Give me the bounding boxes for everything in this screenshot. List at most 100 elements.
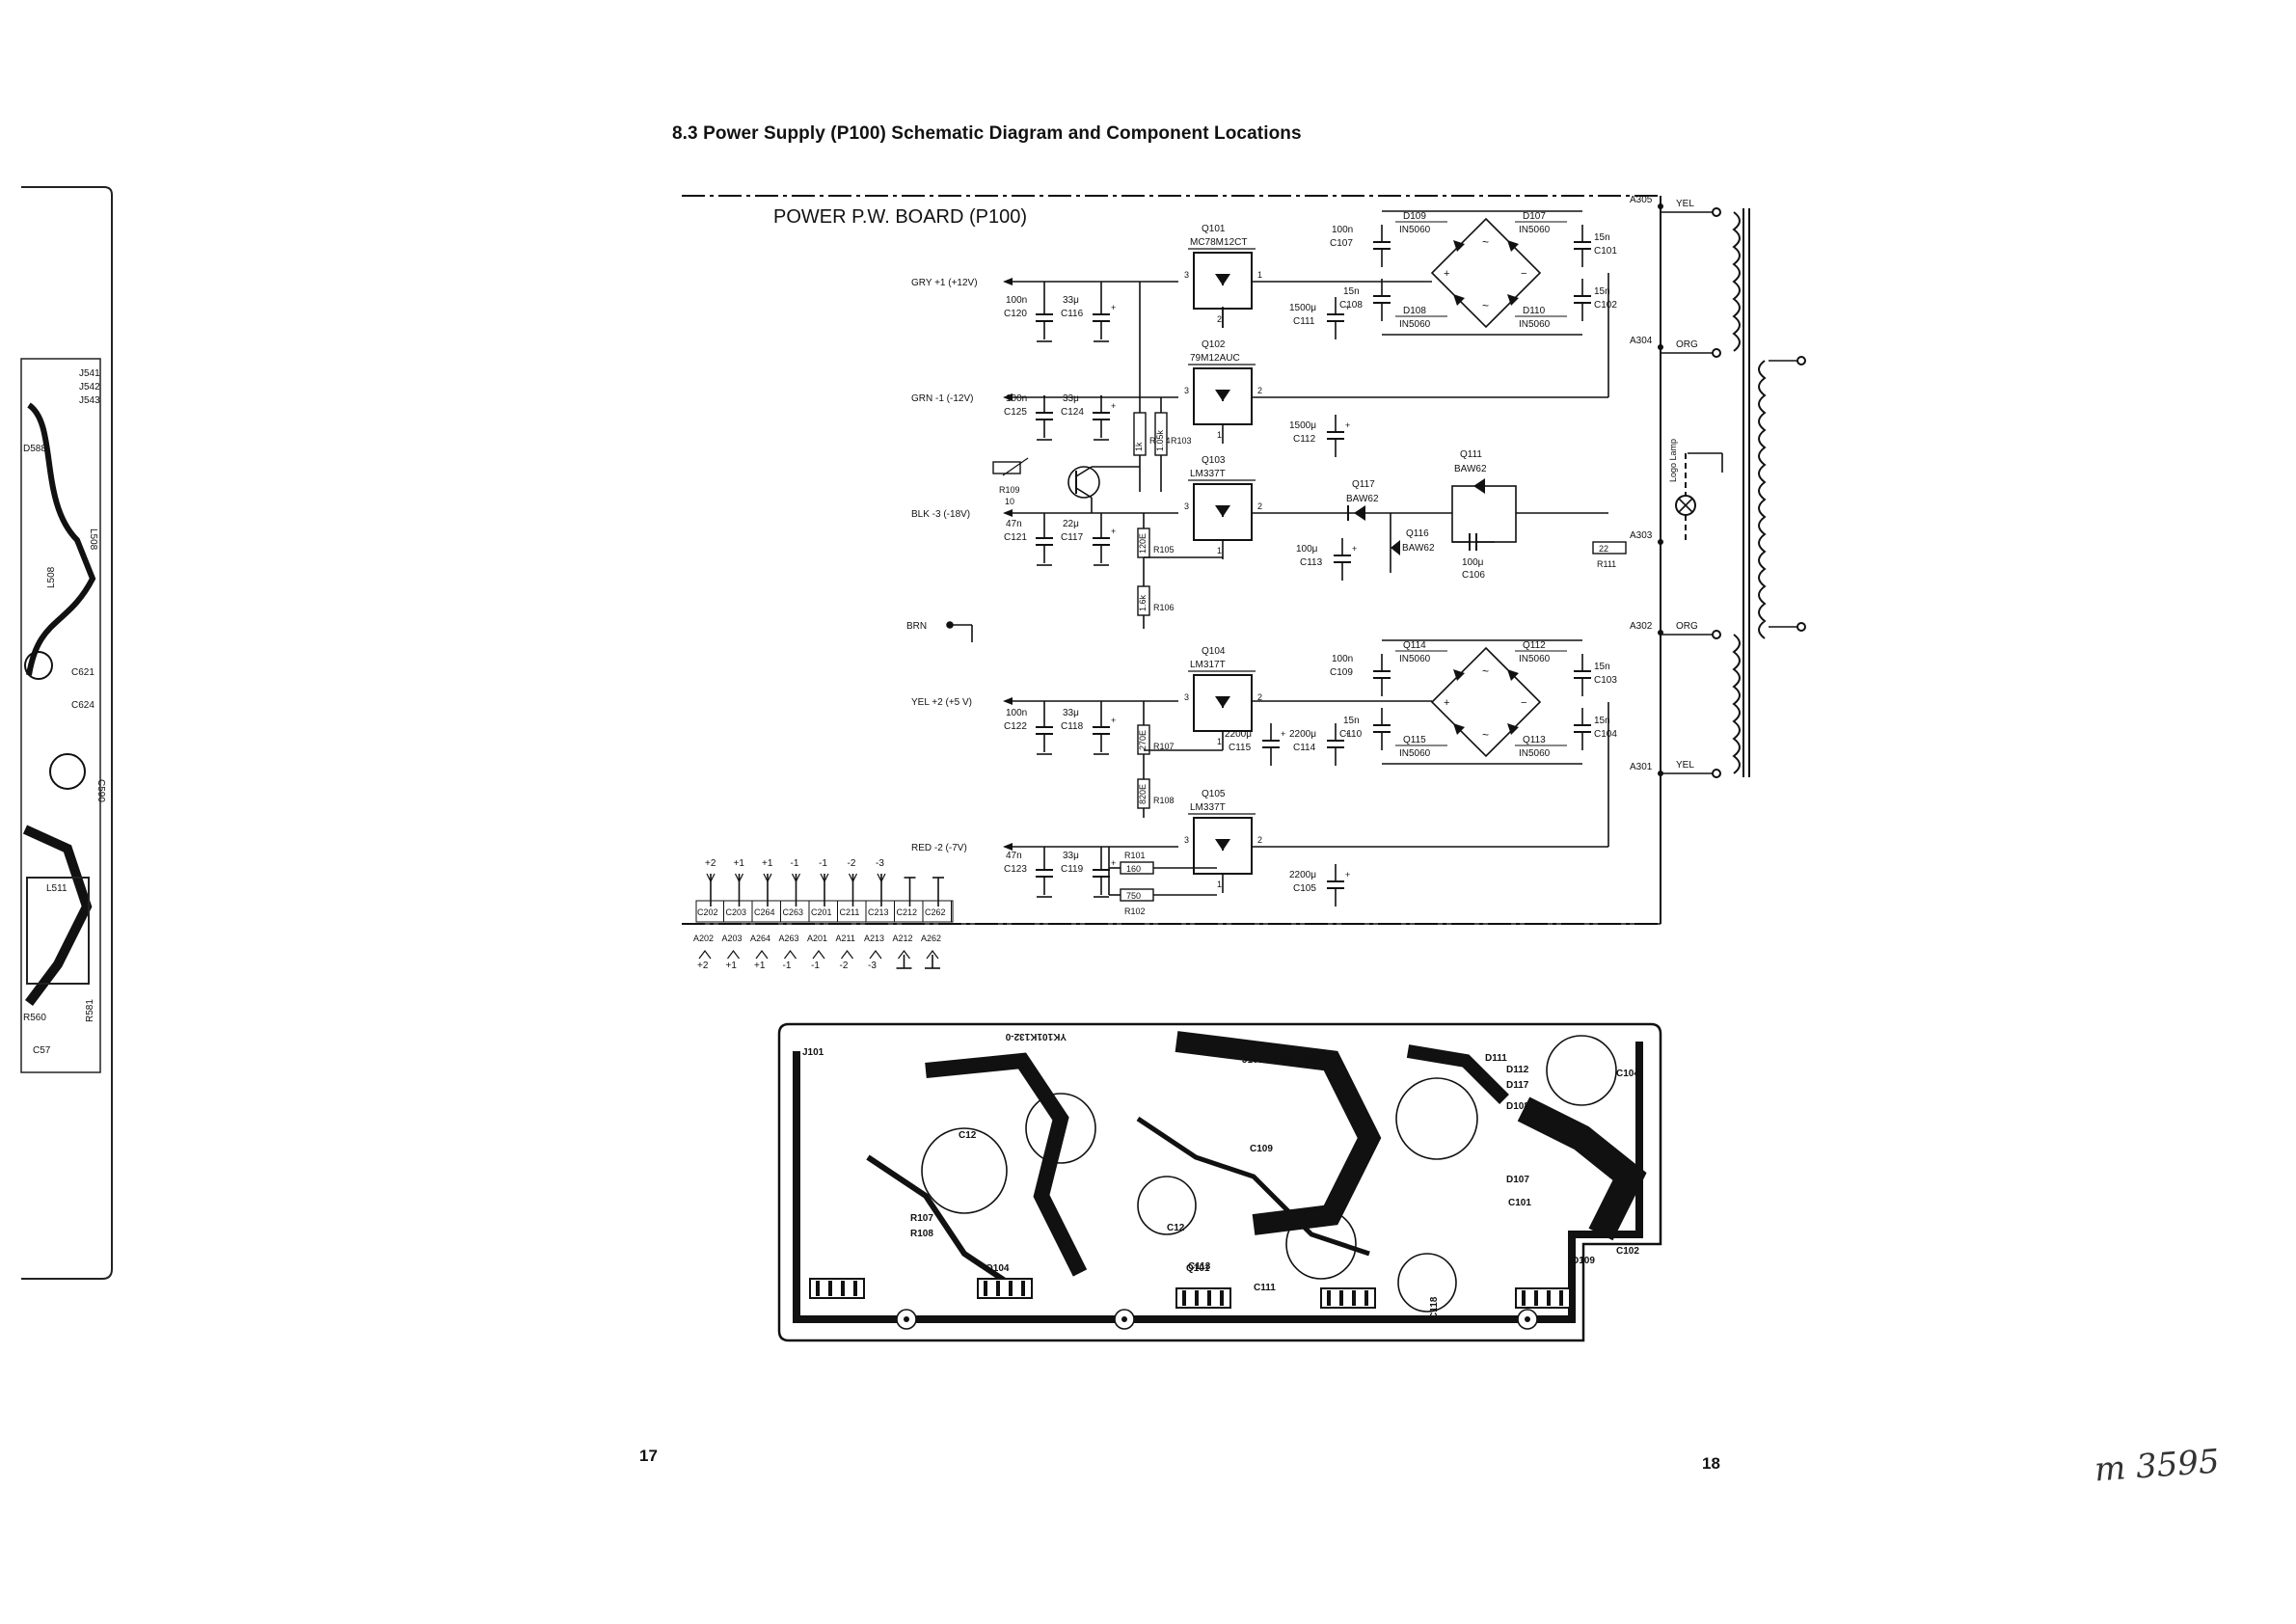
capacitor-c103 <box>1574 654 1591 696</box>
capacitor-ref: C103 <box>1594 675 1617 686</box>
bottom-top-sign: -1 <box>791 858 799 869</box>
wire-color-label: ORG <box>1676 339 1698 350</box>
left-strip-label: C57 <box>33 1045 51 1056</box>
capacitor-c107 <box>1373 225 1391 267</box>
capacitor-c120 <box>1036 297 1053 339</box>
capacitor-ref: C125 <box>1004 407 1027 418</box>
pcb-label: J106 <box>1271 1055 1293 1066</box>
bottom-cap-ref: C212 <box>897 907 918 917</box>
pcb-label: Q104 <box>986 1263 1010 1274</box>
capacitor-ref: C109 <box>1330 667 1353 678</box>
svg-text:~: ~ <box>1482 235 1489 249</box>
lamp-label: Logo Lamp <box>1668 439 1678 482</box>
capacitor-c109 <box>1373 654 1391 696</box>
bottom-cap-ref: C264 <box>754 907 775 917</box>
diode-box <box>1451 485 1517 543</box>
output-rail <box>1003 393 1178 401</box>
pcb-capacitor-outline <box>921 1127 1008 1214</box>
output-labels: GRY +1 (+12V)GRN -1 (-12V)BLK -3 (-18V)B… <box>906 278 978 853</box>
output-label: GRN -1 (-12V) <box>911 393 973 404</box>
resistor-value: 22 <box>1599 544 1608 554</box>
output-rail <box>1003 843 1178 851</box>
bottom-cap-ref: C262 <box>925 907 946 917</box>
capacitor-c112: + <box>1327 415 1350 457</box>
svg-text:1: 1 <box>1217 546 1222 555</box>
bottom-point-ref: A264 <box>750 934 770 943</box>
regulator-ref: Q101 <box>1202 224 1226 234</box>
bottom-top-sign: +1 <box>762 858 773 869</box>
left-strip-label: R560 <box>23 1013 46 1023</box>
bottom-top-sign: -2 <box>848 858 856 869</box>
capacitor-c119: + <box>1093 853 1116 895</box>
capacitor-ref: C106 <box>1462 570 1485 581</box>
capacitor-c101 <box>1574 225 1591 267</box>
capacitor-value: 2200μ <box>1225 729 1252 740</box>
regulator-ref: Q102 <box>1202 339 1226 350</box>
bottom-top-sign: +2 <box>705 858 716 869</box>
capacitor-value: 15n <box>1594 232 1610 243</box>
bottom-point-ref: A202 <box>693 934 714 943</box>
capacitor-ref: C101 <box>1594 246 1617 257</box>
pcb-label: C104 <box>1616 1069 1639 1079</box>
capacitor-c114: + <box>1327 723 1350 766</box>
left-strip-label: L508 <box>46 566 57 588</box>
bottom-cap-ref: C263 <box>783 907 804 917</box>
pcb-label: J101 <box>802 1047 824 1058</box>
pcb-label: Q101 <box>1186 1263 1210 1274</box>
resistor-ref: R103 <box>1171 436 1192 446</box>
svg-text:1: 1 <box>1257 270 1262 280</box>
diode-part: IN5060 <box>1399 748 1431 759</box>
diode-ref: D110 <box>1523 306 1546 316</box>
capacitor-value: 100n <box>1006 708 1027 718</box>
resistor-ref: R106 <box>1153 603 1175 612</box>
diode-part: BAW62 <box>1454 464 1487 474</box>
capacitor-value: 47n <box>1006 519 1022 529</box>
resistor-ref: R101 <box>1124 851 1146 860</box>
output-label: RED -2 (-7V) <box>911 843 967 853</box>
output-rails <box>946 278 1178 851</box>
svg-text:2: 2 <box>1257 386 1262 395</box>
bottom-sign: -2 <box>840 961 849 971</box>
capacitor-c111: + <box>1327 297 1350 339</box>
pcb-regulator-footprint <box>1515 1287 1571 1309</box>
pcb-outline <box>777 1022 1662 1342</box>
bottom-top-sign: +1 <box>734 858 745 869</box>
connector-point: A303 <box>1630 530 1653 541</box>
svg-text:+: + <box>1345 420 1350 430</box>
left-capacitors: 100nC120+33μC116100nC125+33μC12447nC121+… <box>1004 282 1116 898</box>
diode-ref: D108 <box>1403 306 1426 316</box>
pcb-trace <box>1175 1031 1382 1235</box>
regulator-part: 79M12AUC <box>1190 353 1240 364</box>
capacitor-c125 <box>1036 395 1053 438</box>
svg-text:+: + <box>1345 729 1350 739</box>
capacitor-value: 33μ <box>1063 393 1079 404</box>
regulator-ref: Q103 <box>1202 455 1226 466</box>
svg-text:−: − <box>1521 697 1526 709</box>
regulator-ref: Q104 <box>1202 646 1226 657</box>
capacitor-value: 33μ <box>1063 851 1079 861</box>
capacitor-c102 <box>1574 279 1591 321</box>
pcb-trace <box>1136 1116 1370 1257</box>
svg-text:~: ~ <box>1482 728 1489 742</box>
capacitor-c123 <box>1036 853 1053 895</box>
pcb-label: J105 <box>1298 1055 1320 1066</box>
capacitor-c110 <box>1373 708 1391 750</box>
svg-text:1: 1 <box>1217 430 1222 440</box>
pcb-regulator-footprint <box>1175 1287 1231 1309</box>
capacitor-c104 <box>1574 708 1591 750</box>
left-strip-label: L508 <box>88 528 98 551</box>
bottom-cap-ref: C213 <box>868 907 889 917</box>
diode-part: IN5060 <box>1519 225 1551 235</box>
svg-text:+: + <box>1111 401 1116 411</box>
capacitor-value: 1500μ <box>1289 303 1316 313</box>
pcb-label: D108 <box>1506 1101 1529 1112</box>
output-rail <box>1003 697 1178 705</box>
rectifier-bridges: ~~+−D109IN5060D107IN5060D108IN5060D110IN… <box>1252 210 1617 848</box>
resistor-ref: R102 <box>1124 907 1146 916</box>
capacitor-c117: + <box>1093 521 1116 563</box>
